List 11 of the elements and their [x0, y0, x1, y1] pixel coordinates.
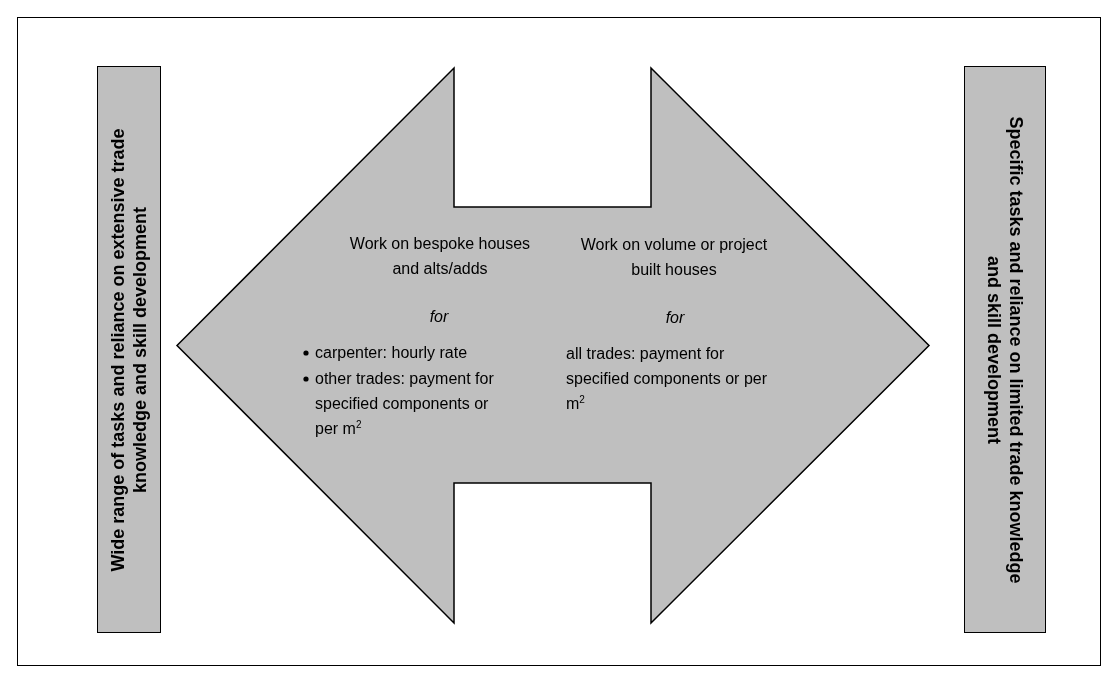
bullet-item: other trades: payment for specified components or per m$^{2}$	[301, 366, 515, 441]
heading-text: Work on bespoke houses and alts/adds	[348, 234, 532, 279]
vertical-text-box	[964, 66, 1046, 633]
bullet-item: carpenter: hourly rate	[301, 340, 545, 365]
box-text: Specific tasks and reliance on limited trade knowledge and skill development	[983, 114, 1027, 585]
vertical-text-box	[97, 66, 161, 633]
body-text: all trades: payment for specified components or per m$^{2}$	[566, 344, 768, 414]
heading-text: Work on volume or project built houses	[579, 235, 769, 280]
box-text: Wide range of tasks and reliance on extensive trade knowledge and skill development	[107, 127, 151, 574]
connector-word: for	[428, 307, 450, 327]
connector-word: for	[664, 308, 686, 328]
